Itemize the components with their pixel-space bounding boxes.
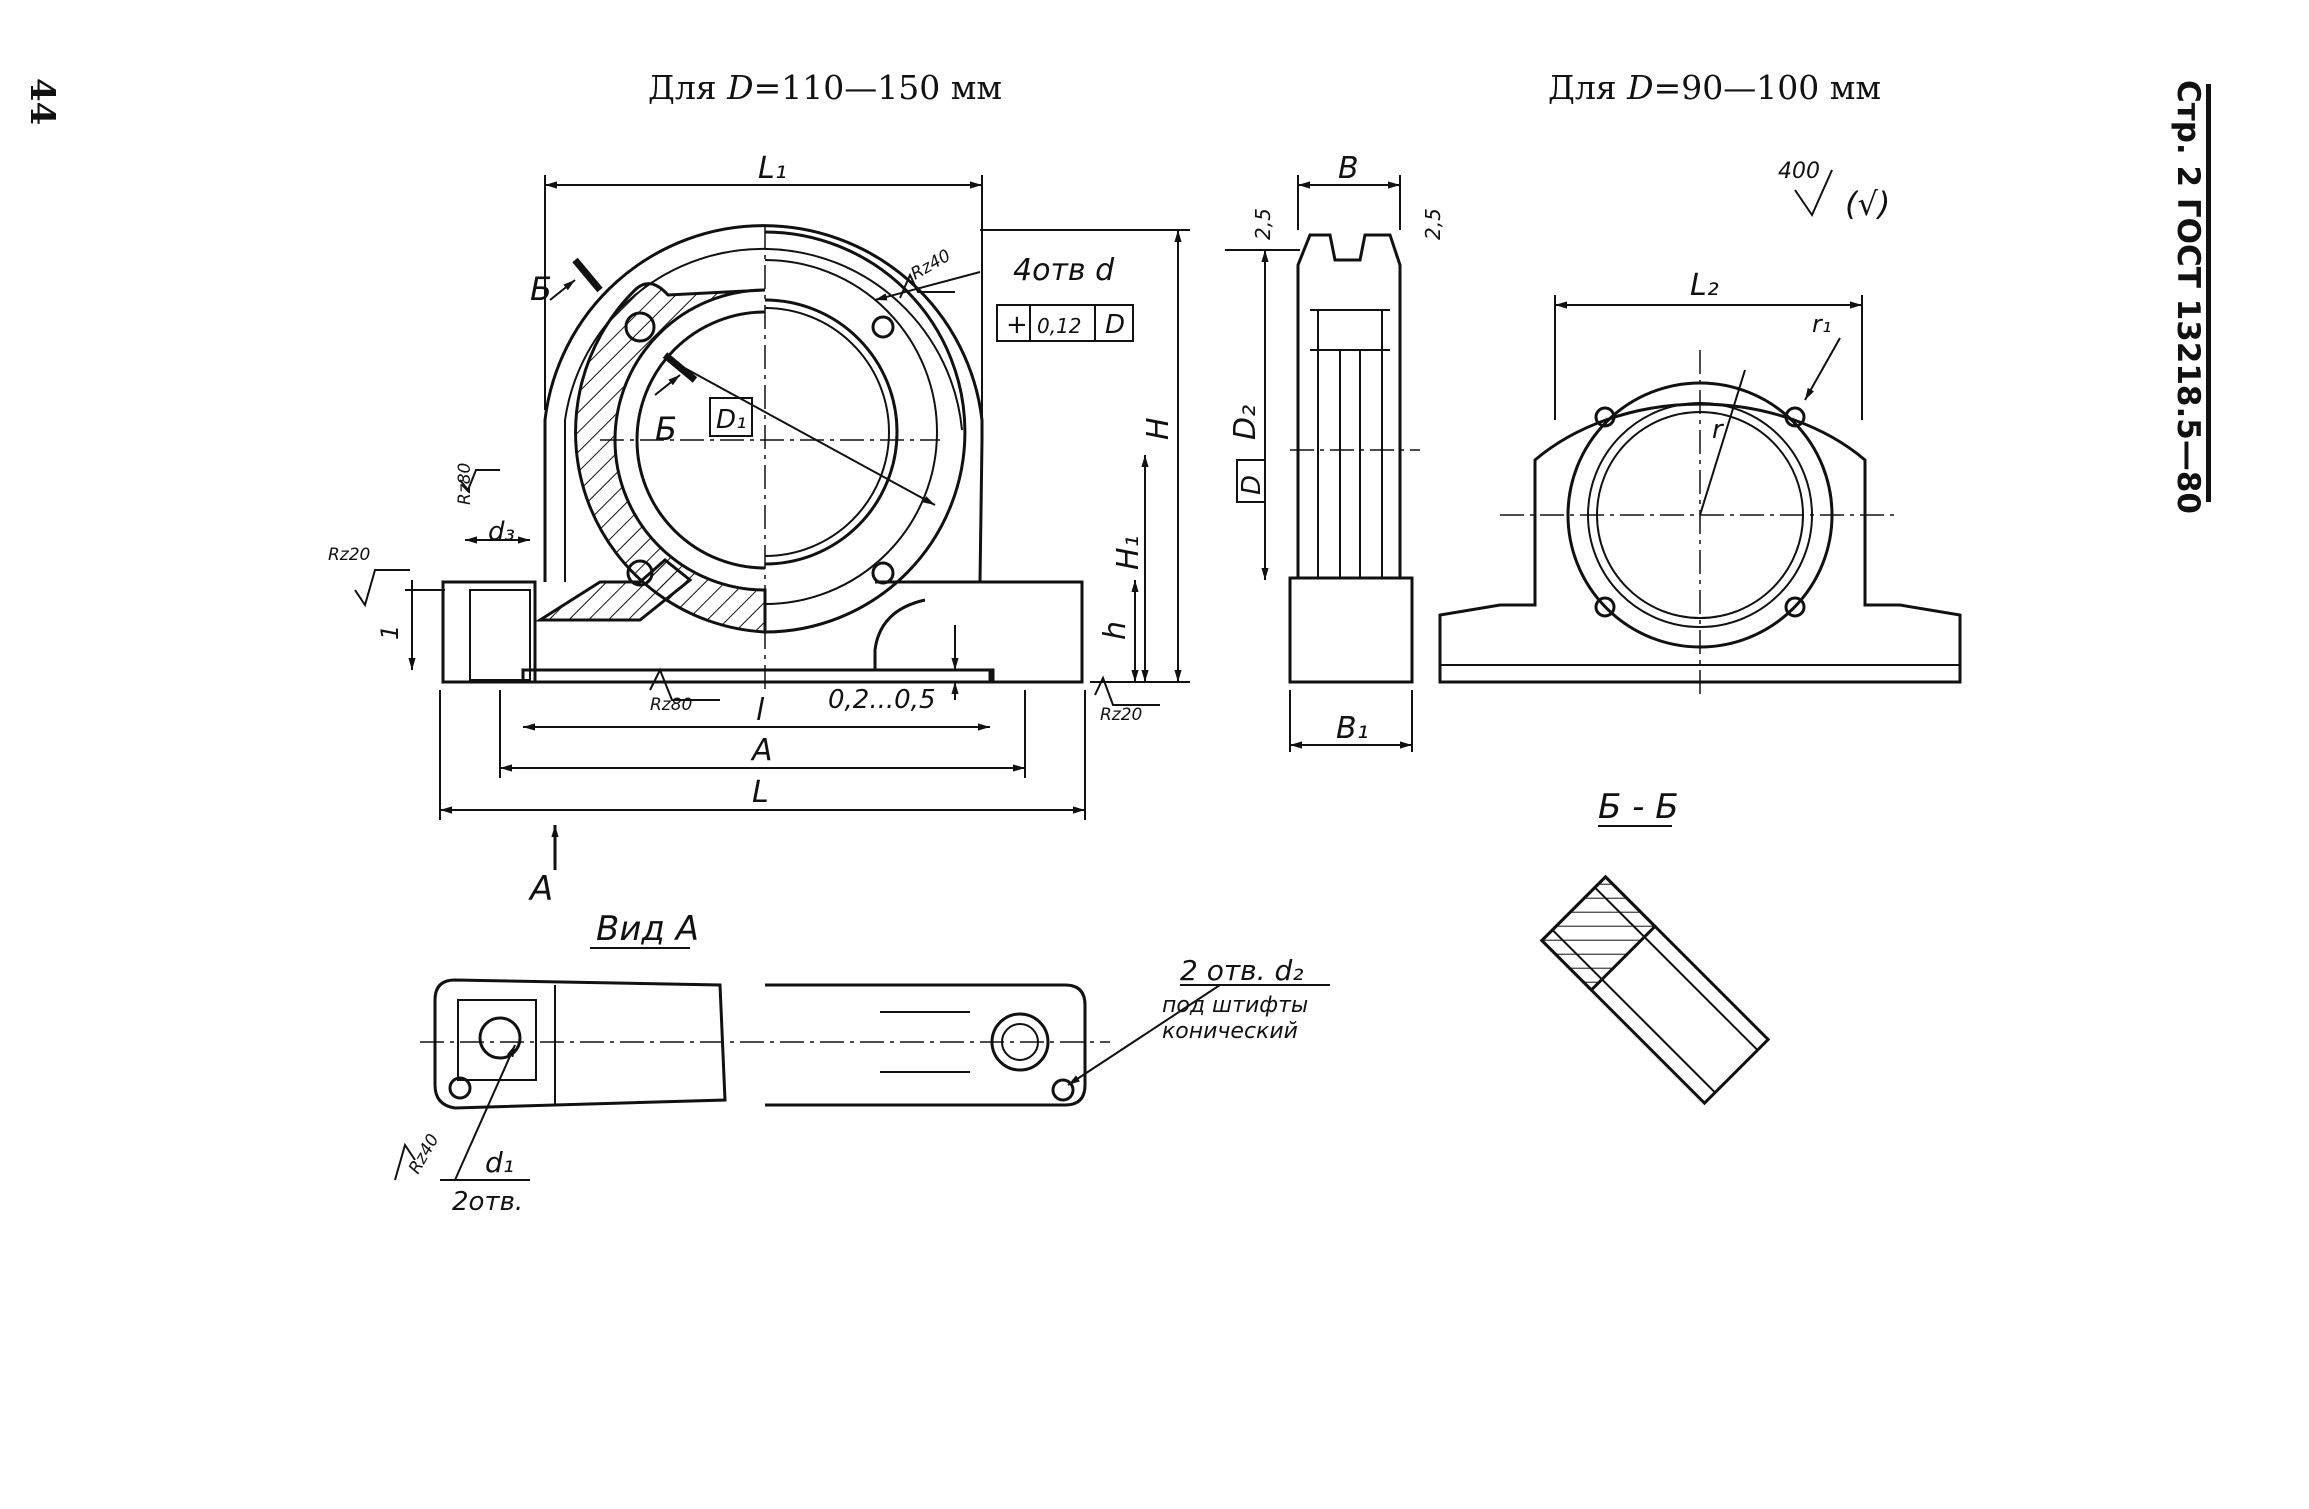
side-housing	[1296, 233, 1402, 578]
label-position-sign: +	[1006, 310, 1028, 340]
label-d3: d₃	[488, 517, 515, 547]
hatched-section	[574, 282, 767, 634]
view-a-dimensions	[394, 947, 1330, 1181]
side-labels: B B₁ D₂ D 2,5 2,5	[1228, 151, 1445, 746]
left-boss	[441, 580, 537, 684]
section-mark-top	[572, 257, 603, 293]
heading-right-prefix: Для	[1548, 68, 1628, 107]
label-section-mark-mid: Б	[655, 410, 677, 448]
heading-left-prefix: Для	[648, 68, 728, 107]
heading-right: Для D=90—100 мм	[1548, 68, 1881, 107]
ring-outer-right	[764, 230, 967, 634]
label-rz80-left: Rz80	[455, 463, 475, 505]
label-datum-D: D	[1105, 310, 1125, 340]
heading-left: Для D=110—150 мм	[648, 68, 1002, 107]
bolt-hole-tr	[871, 315, 895, 339]
label-B: B	[1338, 151, 1359, 186]
label-tolerance: 0,12	[1037, 314, 1082, 338]
view-a	[420, 978, 1110, 1110]
label-r1: r₁	[1812, 310, 1832, 338]
ring-inner-right	[764, 259, 938, 605]
label-r: r	[1712, 415, 1725, 445]
label-pin-holes: 2 отв. d₂	[1180, 954, 1303, 987]
section-bb: Б - Б	[1539, 787, 1771, 1106]
bolt-hole-bl	[626, 559, 654, 587]
label-L: L	[752, 775, 769, 810]
right-view-outline	[1438, 402, 1962, 684]
label-bolt-count: 2отв.	[452, 1187, 523, 1217]
label-one: 1	[376, 625, 404, 640]
label-H: H	[1141, 417, 1176, 440]
bore-right	[764, 298, 899, 566]
label-D: D	[1237, 475, 1267, 495]
label-rz20-right: Rz20	[1100, 705, 1142, 725]
label-rz80-bottom: Rz80	[650, 695, 692, 715]
label-rz20-left: Rz20	[328, 545, 370, 565]
label-D2: D₂	[1228, 405, 1263, 440]
heading-right-range: =90—100 мм	[1653, 68, 1882, 107]
label-L2: L₂	[1690, 268, 1719, 303]
label-chamfer-left: 2,5	[1251, 208, 1275, 240]
label-d1: d₁	[485, 1146, 514, 1179]
view-a-labels: Вид А 2 отв. d₂ под штифты конический d₁…	[405, 909, 1308, 1217]
heading-left-range: =110—150 мм	[753, 68, 1003, 107]
base-plate	[521, 668, 995, 684]
label-roughness-general: 400	[1778, 159, 1820, 184]
right-pedestal	[875, 580, 1084, 684]
bore-right-inner	[764, 307, 890, 557]
right-fillet	[873, 598, 926, 670]
label-B1: B₁	[1336, 711, 1369, 746]
label-gap: 0,2...0,5	[828, 685, 936, 715]
view-a-right	[765, 983, 1087, 1107]
label-holes: 4отв d	[1013, 253, 1115, 288]
right-view	[1438, 350, 1962, 700]
lug-hatch	[534, 558, 693, 622]
label-pin-note-1: под штифты	[1162, 993, 1308, 1018]
label-pin-note-2: конический	[1162, 1019, 1298, 1044]
section-bb-title: Б - Б	[1598, 787, 1679, 827]
section-mark-mid	[662, 352, 698, 383]
front-labels: L₁ l A L H H₁ h d₃ 1 0,2...0,5 4отв d 0,…	[328, 151, 1176, 909]
label-rz40-front: Rz40	[908, 246, 955, 285]
bolt-hole-br	[871, 561, 895, 585]
heading-left-symbol: D	[727, 68, 754, 107]
housing-inner-line	[564, 247, 963, 582]
label-roughness-paren: (√)	[1845, 185, 1890, 223]
label-view-arrow: A	[528, 869, 553, 909]
label-view-title: Вид А	[596, 909, 699, 949]
housing-outer	[543, 224, 984, 583]
label-h: h	[1098, 621, 1133, 640]
label-H1: H₁	[1111, 535, 1146, 570]
tolerance-frame	[996, 304, 1134, 342]
label-L1: L₁	[758, 151, 787, 186]
bolt-hole-tl	[624, 311, 656, 343]
side-dimensions	[1225, 175, 1413, 752]
view-a-left	[433, 978, 727, 1110]
right-dimensions	[1554, 169, 1863, 420]
label-section-mark-top: Б	[530, 270, 552, 308]
running-head-rule	[2206, 84, 2211, 502]
side-view	[1288, 233, 1420, 684]
label-A: A	[750, 733, 773, 768]
side-pedestal	[1288, 576, 1414, 684]
heading-right-symbol: D	[1627, 68, 1654, 107]
label-D1: D₁	[716, 405, 746, 435]
label-chamfer-right: 2,5	[1421, 208, 1445, 240]
right-labels: L₂ r r₁ 400 (√)	[1690, 159, 1890, 445]
front-dimensions	[354, 175, 1190, 870]
label-l: l	[756, 693, 765, 728]
left-bolt-hole	[469, 589, 531, 681]
